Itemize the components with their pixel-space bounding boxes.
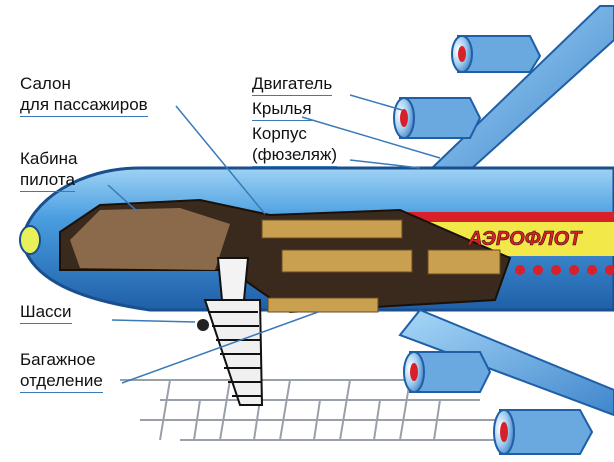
- label-cockpit-2: пилота: [20, 170, 75, 192]
- label-passenger-cabin-1: Салон: [20, 74, 71, 94]
- label-passenger-cabin-2: для пассажиров: [20, 95, 148, 117]
- label-landing-gear: Шасси: [20, 302, 72, 324]
- nose-cone: [20, 226, 40, 254]
- engine-icon: [404, 352, 490, 392]
- cockpit-interior: [70, 208, 230, 270]
- stairs: [205, 300, 262, 405]
- label-cockpit-1: Кабина: [20, 149, 77, 169]
- upper-wing: [430, 6, 614, 170]
- airline-text: АЭРОФЛОТ: [467, 228, 583, 250]
- label-cargo-1: Багажное: [20, 350, 96, 370]
- label-wings: Крылья: [252, 99, 312, 121]
- label-engine: Двигатель: [252, 74, 332, 96]
- label-cargo-2: отделение: [20, 371, 103, 393]
- engine-icon: [394, 98, 480, 138]
- label-body-2: (фюзеляж): [252, 145, 337, 167]
- engine-icon: [494, 410, 592, 454]
- livery-stripe: [395, 212, 614, 222]
- engine-icon: [452, 36, 540, 72]
- label-body-1: Корпус: [252, 124, 307, 144]
